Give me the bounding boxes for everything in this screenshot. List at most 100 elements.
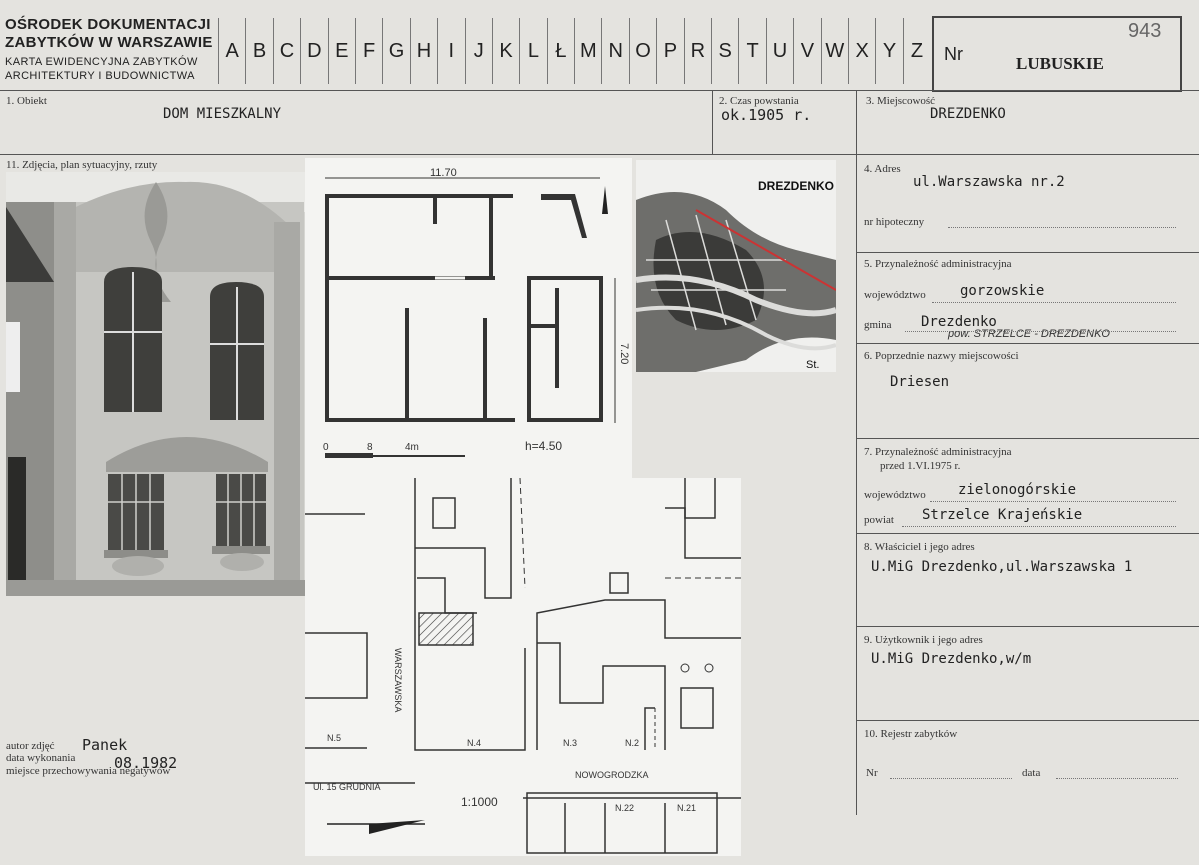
index-letter: J <box>464 18 492 84</box>
index-letter: Ł <box>546 18 574 84</box>
plan-width-label: 11.70 <box>430 167 457 179</box>
map-st-label: St. <box>806 359 819 371</box>
field-5-woj-value: gorzowskie <box>960 283 1045 299</box>
site-n22: N.22 <box>615 803 634 813</box>
divider <box>0 154 1199 155</box>
site-n21: N.21 <box>677 803 696 813</box>
field-6-label: 6. Poprzednie nazwy miejscowości <box>864 350 1019 362</box>
field-10-nr: Nr <box>866 767 878 779</box>
index-letter: G <box>382 18 409 84</box>
field-9-value: U.MiG Drezdenko,w/m <box>871 651 1032 667</box>
index-letter: O <box>628 18 656 84</box>
street-warszawska: WARSZAWSKA <box>393 648 403 712</box>
index-letter: Y <box>875 18 902 84</box>
dotted-line <box>932 301 1176 303</box>
field-7-sub: przed 1.VI.1975 r. <box>880 460 961 472</box>
street-15-grudnia: Ul. 15 GRUDNIA <box>313 782 381 792</box>
index-letter: L <box>519 18 546 84</box>
nr-box <box>932 16 1182 92</box>
index-letter: B <box>245 18 272 84</box>
floor-plan: 11.70 7.20 0 8 4m h=4.50 <box>305 158 632 478</box>
field-4-hip-label: nr hipoteczny <box>864 216 925 228</box>
dotted-line <box>890 777 1012 779</box>
index-letter: D <box>300 18 327 84</box>
card-type: KARTA EWIDENCYJNA ZABYTKÓW ARCHITEKTURY … <box>5 55 198 83</box>
scale-end: 4m <box>405 442 419 453</box>
divider <box>856 533 1199 534</box>
site-n3: N.3 <box>563 738 577 748</box>
field-7-woj-label: województwo <box>864 489 926 501</box>
field-5-woj-label: województwo <box>864 289 926 301</box>
date-value: 08.1982 <box>114 754 178 772</box>
site-n5: N.5 <box>327 733 341 743</box>
scale-0: 0 <box>323 442 329 453</box>
field-1-label: 1. Obiekt <box>6 95 47 107</box>
org-line-2: ZABYTKÓW W WARSZAWIE <box>5 34 213 51</box>
index-letter: M <box>574 18 601 84</box>
field-6-value: Driesen <box>890 374 950 390</box>
index-letter: I <box>437 18 464 84</box>
index-letter: X <box>847 18 875 84</box>
site-scale: 1:1000 <box>461 795 498 809</box>
nr-label: Nr <box>944 44 963 64</box>
north-arrow-icon <box>369 820 425 834</box>
site-n4: N.4 <box>467 738 481 748</box>
index-letter: T <box>738 18 765 84</box>
field-7-label: 7. Przynależność administracyjna <box>864 446 1012 458</box>
index-letter: R <box>683 18 711 84</box>
field-4-value: ul.Warszawska nr.2 <box>913 174 1065 190</box>
field-10-data: data <box>1022 767 1041 779</box>
negatives-label: miejsce przechowywania negatywów <box>6 765 171 777</box>
field-8-value: U.MiG Drezdenko,ul.Warszawska 1 <box>871 559 1133 575</box>
dotted-line <box>948 226 1176 228</box>
field-10-label: 10. Rejestr zabytków <box>864 728 958 740</box>
field-4-label: 4. Adres <box>864 163 901 175</box>
divider <box>856 343 1199 344</box>
field-3-value: DREZDENKO <box>930 106 1006 122</box>
author-value: Panek <box>82 736 128 754</box>
index-letter: P <box>656 18 683 84</box>
field-9-label: 9. Użytkownik i jego adres <box>864 634 983 646</box>
divider <box>856 438 1199 439</box>
scale-mid: 8 <box>367 442 373 453</box>
index-letter: A <box>218 18 245 84</box>
dotted-line <box>902 525 1176 527</box>
card-type-line-2: ARCHITEKTURY I BUDOWNICTWA <box>5 70 195 82</box>
field-2-value: ok.1905 r. <box>721 106 812 124</box>
map-title: DREZDENKO <box>758 179 834 193</box>
dotted-line <box>930 500 1176 502</box>
street-nowogrodzka: NOWOGRODZKA <box>575 770 649 780</box>
site-n2: N.2 <box>625 738 639 748</box>
field-7-pow-label: powiat <box>864 514 894 526</box>
region-label: LUBUSKIE <box>1016 54 1104 73</box>
field-5-label: 5. Przynależność administracyjna <box>864 258 1012 270</box>
org-name: OŚRODEK DOKUMENTACJI ZABYTKÓW W WARSZAWI… <box>5 16 213 52</box>
dotted-line <box>1056 777 1178 779</box>
plan-height-label: h=4.50 <box>525 439 562 453</box>
card-type-line-1: KARTA EWIDENCYJNA ZABYTKÓW <box>5 56 198 68</box>
index-letter: H <box>409 18 437 84</box>
field-8-label: 8. Właściciel i jego adres <box>864 541 975 553</box>
divider <box>856 626 1199 627</box>
index-letter: F <box>354 18 382 84</box>
index-letter: W <box>820 18 848 84</box>
field-3-label: 3. Miejscowość <box>866 95 936 107</box>
divider <box>856 720 1199 721</box>
author-label: autor zdjęć <box>6 740 55 752</box>
field-5-gmina-label: gmina <box>864 319 892 331</box>
index-letter: S <box>711 18 738 84</box>
field-1-value: DOM MIESZKALNY <box>163 106 282 122</box>
divider <box>712 90 713 154</box>
index-letter: V <box>793 18 820 84</box>
index-letter: K <box>491 18 519 84</box>
org-line-1: OŚRODEK DOKUMENTACJI <box>5 16 211 33</box>
town-map: DREZDENKO St. <box>636 160 836 372</box>
divider <box>0 90 1199 91</box>
field-7-woj-value: zielonogórskie <box>958 482 1077 498</box>
index-letter: N <box>601 18 628 84</box>
date-label: data wykonania <box>6 752 76 764</box>
field-5-gmina-value: Drezdenko <box>921 314 997 330</box>
divider <box>856 252 1199 253</box>
field-11-label: 11. Zdjęcia, plan sytuacyjny, rzuty <box>6 159 158 171</box>
